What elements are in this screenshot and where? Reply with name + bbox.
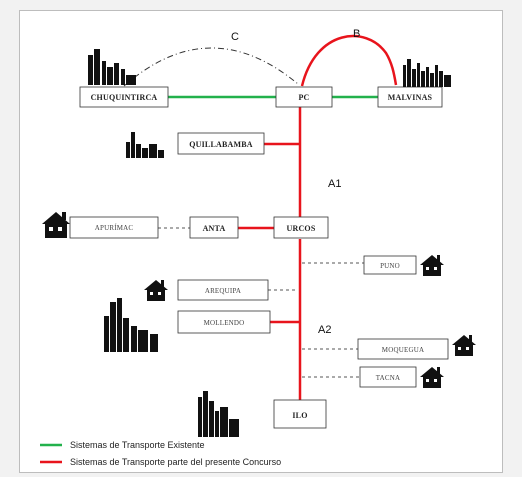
node-pc-label: PC [298,93,309,102]
node-puno: PUNO [363,255,417,275]
city-skyline-icon [126,132,164,158]
node-ilo-label: ILO [292,411,307,420]
node-apurimac-label: APURÍMAC [95,224,134,232]
node-puno-label: PUNO [380,262,400,270]
legend: Sistemas de Transporte Existente Sistema… [40,440,281,467]
node-moquegua-label: MOQUEGUA [382,346,424,354]
segment-c-label: C [231,31,239,43]
node-pc: PC [275,86,333,108]
house-icon [42,212,70,238]
transport-network-diagram: CHUQUINTIRCA PC MALVINAS QUILLABAMBA APU… [40,28,476,467]
node-anta: ANTA [189,216,239,239]
node-chuquicamata-label: CHUQUINTIRCA [91,93,158,102]
legend-existing-label: Sistemas de Transporte Existente [70,440,205,450]
house-icon [452,335,476,356]
city-skyline-icon [403,59,451,87]
diagram-frame: CHUQUINTIRCA PC MALVINAS QUILLABAMBA APU… [19,10,503,473]
legend-contest-label: Sistemas de Transporte parte del present… [70,457,281,467]
link-c-arc [123,47,299,87]
link-b-arc [300,34,398,87]
node-tacna-label: TACNA [376,374,401,382]
node-quillabamba-label: QUILLABAMBA [189,140,253,149]
node-urcos: URCOS [273,216,329,239]
node-urcos-label: URCOS [286,224,315,233]
city-skyline-icon [104,298,158,352]
node-moquegua: MOQUEGUA [357,338,449,360]
house-icon [420,367,444,388]
node-tacna: TACNA [359,366,417,388]
node-arequipa: AREQUIPA [177,279,269,301]
segment-a2-label: A2 [318,324,331,336]
house-icon [420,255,444,276]
segment-b-label: B [353,28,360,40]
node-malvinas-label: MALVINAS [388,93,433,102]
house-icon [144,280,168,301]
node-mollendo: MOLLENDO [177,310,271,334]
node-apurimac: APURÍMAC [69,216,159,239]
node-ilo: ILO [273,399,327,429]
node-anta-label: ANTA [203,224,226,233]
node-quillabamba: QUILLABAMBA [177,132,265,155]
node-malvinas: MALVINAS [377,86,443,108]
city-skyline-icon [88,49,136,85]
node-chuquicamata: CHUQUINTIRCA [79,86,169,108]
node-mollendo-label: MOLLENDO [204,319,245,327]
segment-a1-label: A1 [328,178,341,190]
node-arequipa-label: AREQUIPA [205,287,241,295]
city-skyline-icon [198,391,239,437]
